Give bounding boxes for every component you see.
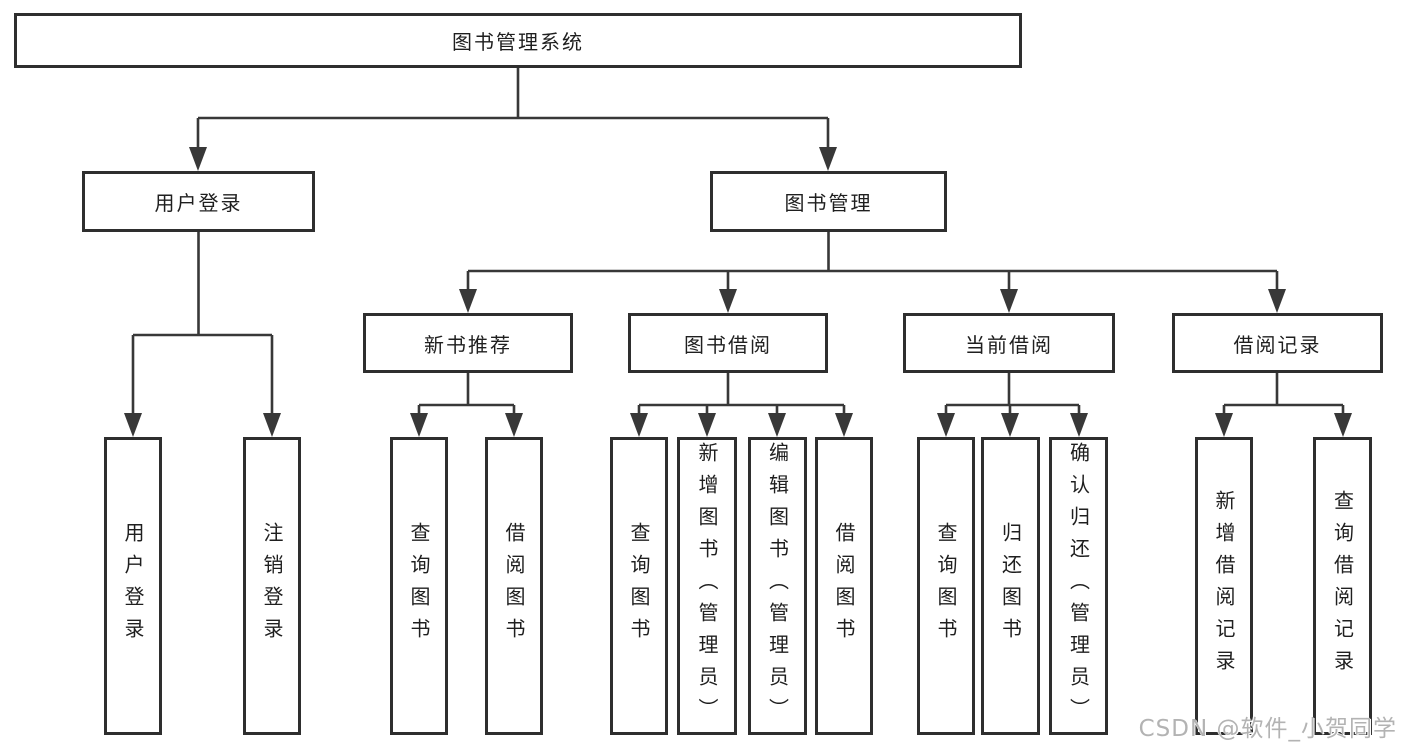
- node-user-login: 用户登录: [82, 171, 315, 232]
- arrow-down-icon: [1268, 289, 1286, 313]
- leaf-records-query-record: 查询借阅记录: [1313, 437, 1372, 735]
- connector-newbooks-branch: [417, 373, 516, 416]
- leaf-logout-label: 注销登录: [260, 522, 284, 650]
- leaf-records-query-record-label: 查询借阅记录: [1330, 490, 1355, 682]
- leaf-current-query-books-label: 查询图书: [934, 522, 958, 650]
- leaf-records-add-record-label: 新增借阅记录: [1212, 490, 1236, 682]
- node-root-label: 图书管理系统: [452, 30, 584, 54]
- csdn-watermark: CSDN @软件_小贺同学: [1138, 716, 1397, 742]
- leaf-logout: 注销登录: [243, 437, 301, 735]
- leaf-borrow-query-books: 查询图书: [610, 437, 668, 735]
- arrow-down-icon: [1215, 413, 1233, 437]
- arrow-down-icon: [189, 147, 207, 171]
- connector-records-branch: [1222, 373, 1345, 416]
- connector-root-to-level2: [196, 68, 830, 150]
- leaf-user-login: 用户登录: [104, 437, 162, 735]
- leaf-newbooks-query-books-label: 查询图书: [407, 522, 431, 650]
- leaf-borrow-query-books-label: 查询图书: [627, 522, 651, 650]
- leaf-records-add-record: 新增借阅记录: [1195, 437, 1253, 735]
- connector-currentborrow-branch: [944, 373, 1081, 416]
- arrow-down-icon: [124, 413, 142, 437]
- leaf-borrow-edit-books-admin-label: 编辑图书（管理员）: [765, 442, 790, 730]
- node-user-login-label: 用户登录: [154, 191, 243, 215]
- leaf-newbooks-query-books: 查询图书: [390, 437, 448, 735]
- connector-userlogin-branch: [131, 232, 274, 416]
- arrow-down-icon: [835, 413, 853, 437]
- arrow-down-icon: [505, 413, 523, 437]
- arrow-down-icon: [937, 413, 955, 437]
- leaf-newbooks-borrow-books-label: 借阅图书: [502, 522, 526, 650]
- arrow-down-icon: [1070, 413, 1088, 437]
- node-new-book-recommend: 新书推荐: [363, 313, 573, 373]
- arrow-down-icon: [410, 413, 428, 437]
- arrow-down-icon: [1000, 289, 1018, 313]
- leaf-current-return-books-label: 归还图书: [998, 522, 1023, 650]
- node-current-borrow-label: 当前借阅: [965, 332, 1053, 357]
- node-root: 图书管理系统: [14, 13, 1022, 68]
- leaf-newbooks-borrow-books: 借阅图书: [485, 437, 543, 735]
- arrow-down-icon: [1334, 413, 1352, 437]
- leaf-borrow-add-books-admin: 新增图书（管理员）: [677, 437, 737, 735]
- node-book-borrow: 图书借阅: [628, 313, 828, 373]
- leaf-borrow-borrow-books: 借阅图书: [815, 437, 873, 735]
- arrow-down-icon: [459, 289, 477, 313]
- leaf-current-confirm-return-admin-label: 确认归还（管理员）: [1066, 442, 1091, 730]
- node-book-management: 图书管理: [710, 171, 947, 232]
- arrow-down-icon: [263, 413, 281, 437]
- connector-bookmgmt-branch: [466, 232, 1279, 292]
- arrow-down-icon: [1001, 413, 1019, 437]
- leaf-borrow-borrow-books-label: 借阅图书: [832, 522, 856, 650]
- node-borrow-records-label: 借阅记录: [1233, 332, 1322, 357]
- arrow-down-icon: [630, 413, 648, 437]
- node-book-management-label: 图书管理: [784, 191, 873, 215]
- node-current-borrow: 当前借阅: [903, 313, 1115, 373]
- leaf-current-confirm-return-admin: 确认归还（管理员）: [1049, 437, 1108, 735]
- arrow-down-icon: [819, 147, 837, 171]
- node-borrow-records: 借阅记录: [1172, 313, 1383, 373]
- leaf-current-return-books: 归还图书: [981, 437, 1040, 735]
- node-new-book-recommend-label: 新书推荐: [424, 332, 512, 357]
- arrow-down-icon: [719, 289, 737, 313]
- leaf-current-query-books: 查询图书: [917, 437, 975, 735]
- node-book-borrow-label: 图书借阅: [684, 332, 772, 357]
- connector-bookborrow-branch: [637, 373, 846, 416]
- arrow-down-icon: [768, 413, 786, 437]
- leaf-borrow-add-books-admin-label: 新增图书（管理员）: [695, 442, 719, 730]
- arrow-down-icon: [698, 413, 716, 437]
- leaf-borrow-edit-books-admin: 编辑图书（管理员）: [748, 437, 807, 735]
- leaf-user-login-label: 用户登录: [121, 522, 145, 650]
